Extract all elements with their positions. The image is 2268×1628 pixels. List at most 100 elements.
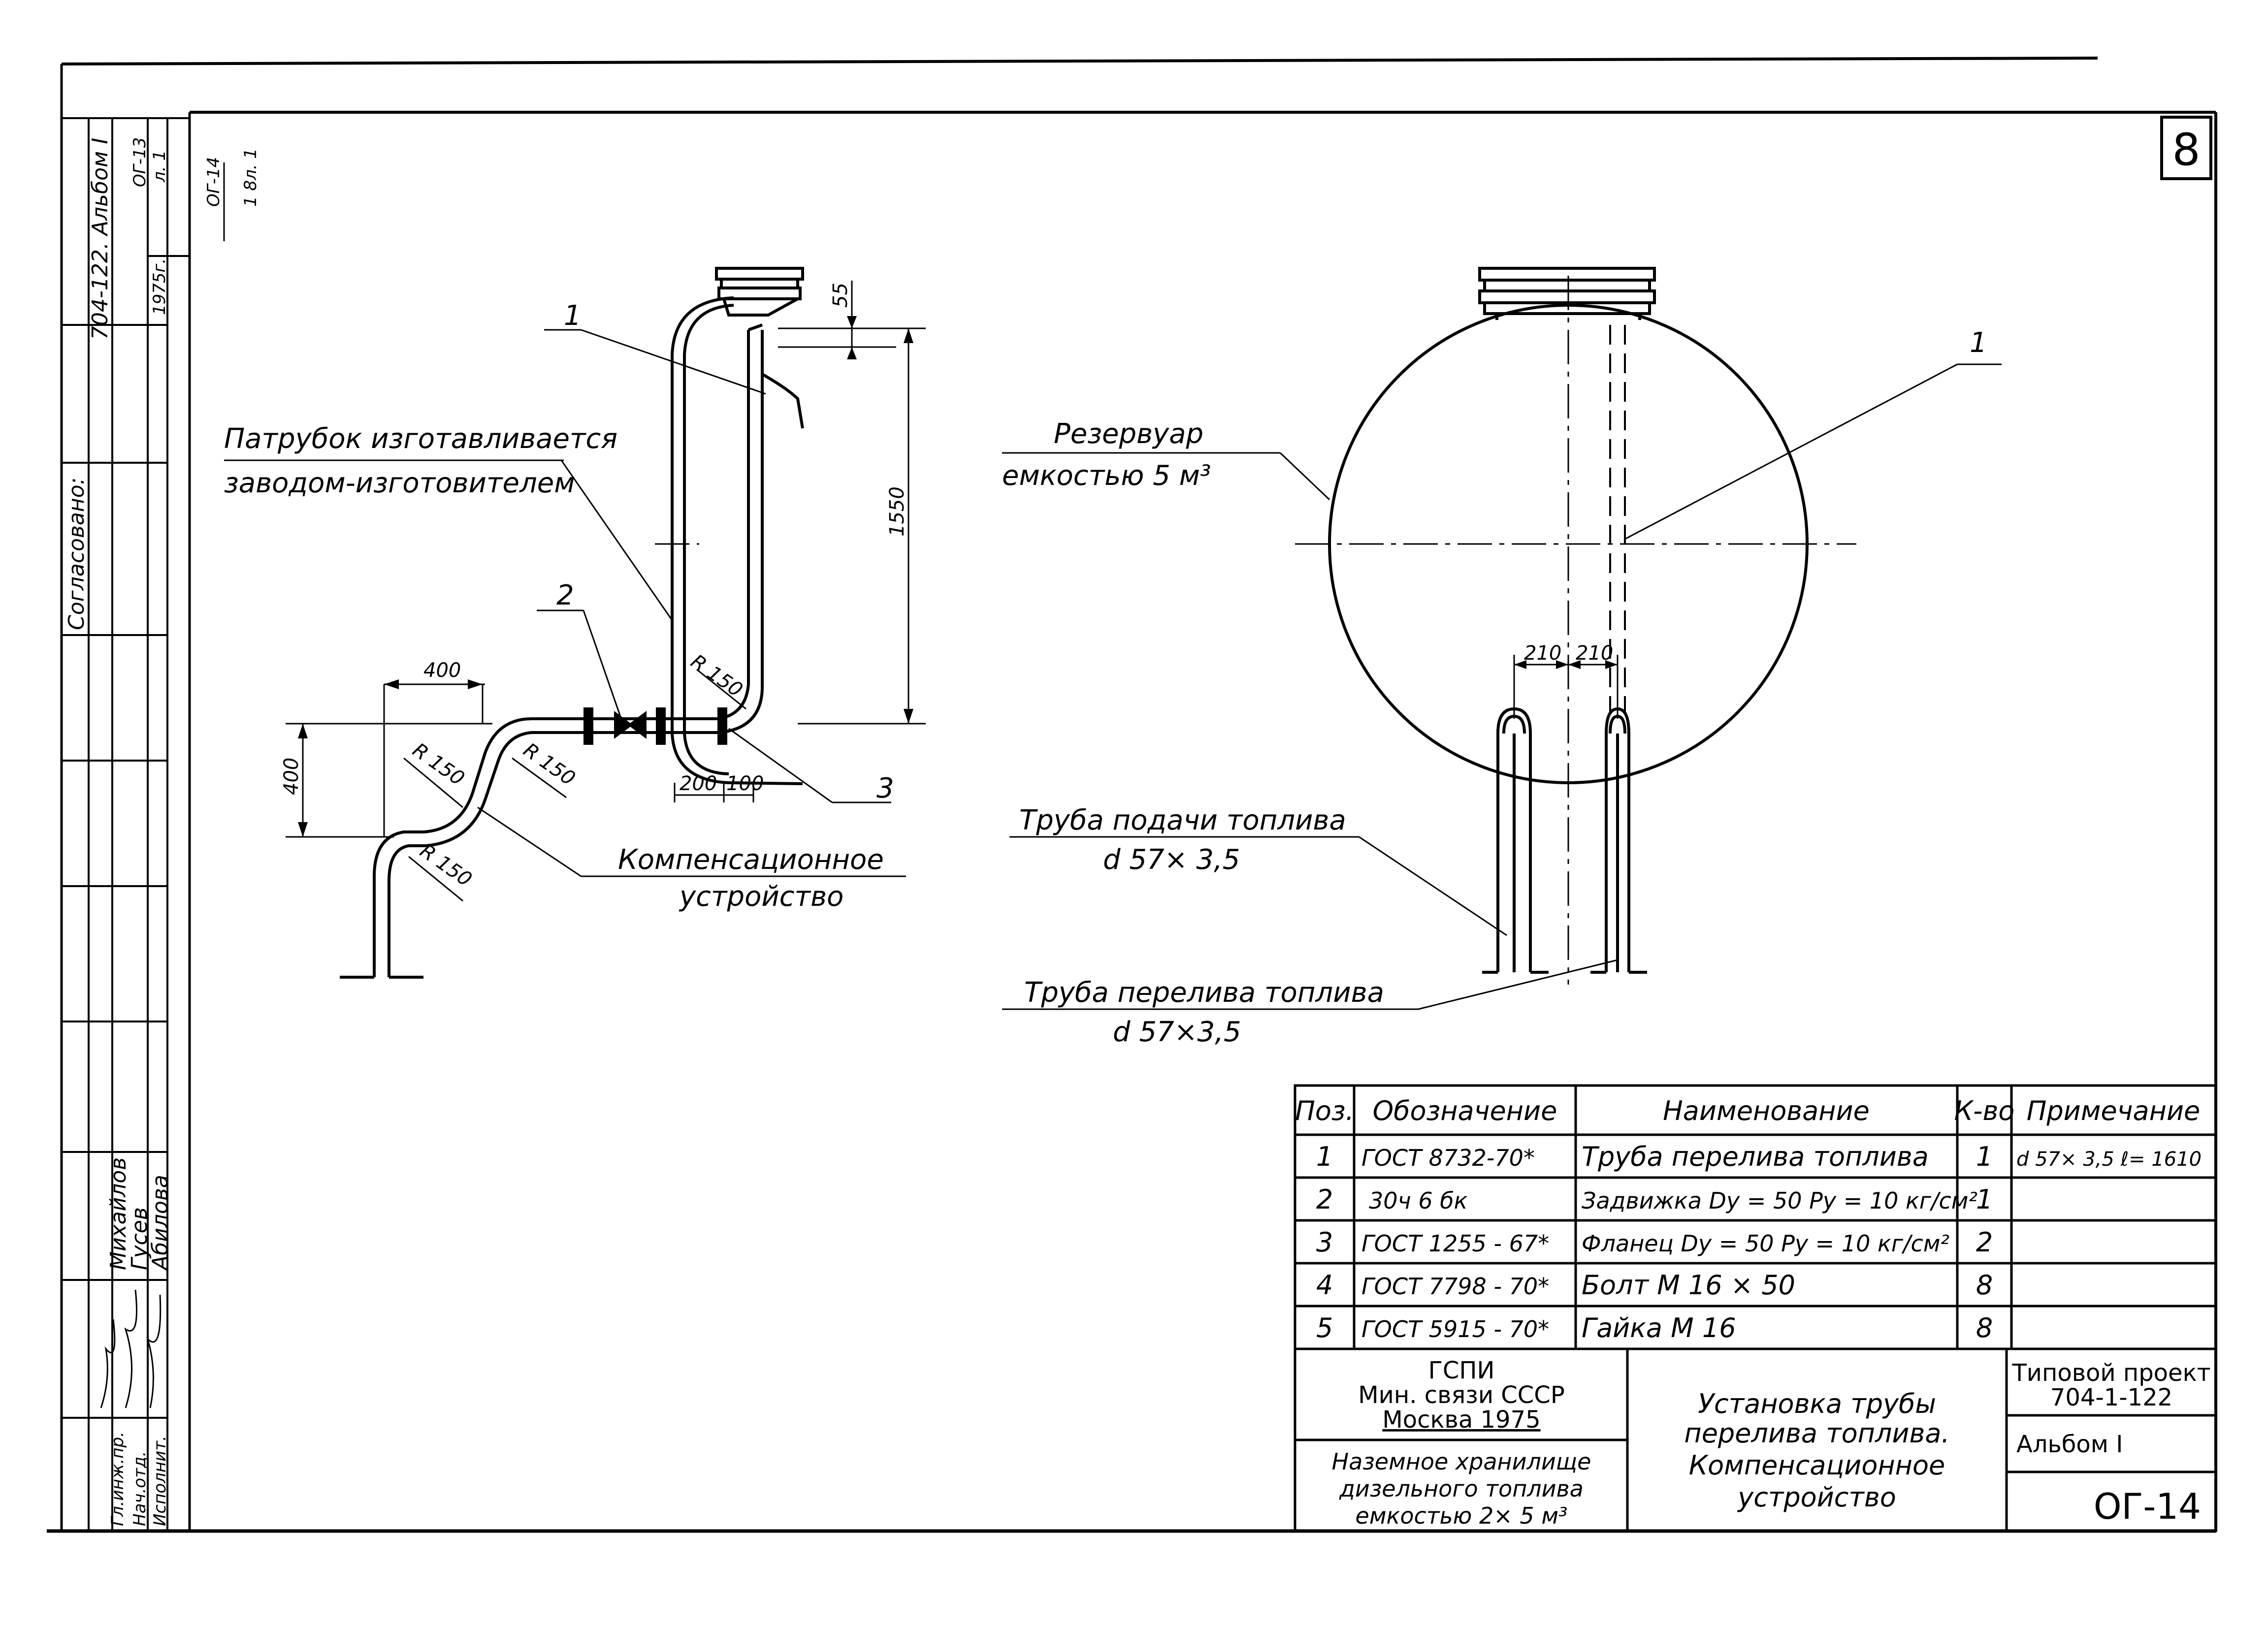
org-line1: ГСПИ [1428, 1357, 1495, 1384]
row3-name: Фланец Dу = 50 Pу = 10 кг/см² [1582, 1230, 1949, 1257]
drawing-title-line4: устройство [1737, 1482, 1896, 1513]
dim-100: 100 [726, 772, 764, 795]
tank-centerlines [655, 276, 1856, 985]
row3-qty: 2 [1976, 1227, 1993, 1258]
side-sheet-ref-d: л. 1 [150, 150, 169, 183]
row5-designation: ГОСТ 5915 - 70* [1361, 1316, 1549, 1342]
side-sheet-ref-a: ОГ-14 [204, 157, 224, 207]
dim-200: 200 [680, 772, 717, 795]
drawing-title-line3: Компенсационное [1689, 1450, 1945, 1481]
side-date-ref: 1975г. [150, 258, 169, 315]
row4-qty: 8 [1976, 1270, 1993, 1301]
page-number-box: 8 [2160, 116, 2212, 180]
header-qty: К-во [1954, 1095, 2015, 1126]
album-label: Альбом I [2016, 1431, 2123, 1458]
left-view-dimensions [224, 281, 926, 902]
row3-pos: 3 [1316, 1227, 1333, 1258]
supply-pipe-line2: d 57× 3,5 [1103, 844, 1240, 876]
object-line3: емкостью 2× 5 м³ [1356, 1502, 1568, 1529]
row4-name: Болт М 16 × 50 [1582, 1270, 1795, 1301]
row1-note: d 57× 3,5 ℓ= 1610 [2016, 1148, 2202, 1171]
name-abilova: Абилова [148, 1175, 173, 1272]
dim-r150-upper: R 150 [686, 650, 746, 702]
dim-r150-lower: R 150 [416, 840, 476, 892]
title-block [1294, 1347, 2217, 1532]
side-strip [62, 117, 190, 1531]
project-label: Типовой проект [2011, 1359, 2210, 1387]
drawing-title-line2: перелива топлива. [1684, 1418, 1949, 1449]
row4-designation: ГОСТ 7798 - 70* [1361, 1273, 1549, 1300]
row1-name: Труба перелива топлива [1582, 1141, 1929, 1172]
sheet-frame [47, 57, 2217, 1533]
header-designation: Обозначение [1373, 1095, 1557, 1126]
note-patrubok-line1: Патрубок изготавливается [224, 423, 617, 455]
callout-2-left: 2 [556, 579, 574, 611]
org-line3: Москва 1975 [1382, 1406, 1540, 1434]
page-number: 8 [2172, 124, 2200, 176]
spec-table-row: 4 ГОСТ 7798 - 70* Болт М 16 × 50 8 [1316, 1270, 1993, 1301]
project-number: 704-1-122 [2050, 1384, 2172, 1411]
row5-qty: 8 [1976, 1312, 1993, 1343]
side-sheet-ref-c: ОГ-13 [130, 137, 150, 187]
row1-qty: 1 [1976, 1141, 1993, 1172]
overflow-pipe-line1: Труба перелива топлива [1024, 977, 1384, 1009]
spec-table-row: 5 ГОСТ 5915 - 70* Гайка М 16 8 [1316, 1312, 1993, 1343]
dim-r150-left: R 150 [408, 739, 468, 791]
row3-designation: ГОСТ 1255 - 67* [1361, 1230, 1549, 1257]
tank-label-line1: Резервуар [1054, 418, 1203, 450]
left-view-pipes [340, 267, 804, 979]
supply-pipe-line1: Труба подачи топлива [1019, 804, 1346, 836]
row2-qty: 1 [1976, 1184, 1993, 1215]
dim-1550: 1550 [886, 486, 908, 537]
row2-designation: 30ч 6 бк [1369, 1187, 1468, 1214]
signature-block: Гл.инж.пр. Нач.отд. Исполнит. Михайлов Г… [100, 1157, 173, 1526]
dim-55: 55 [829, 283, 852, 308]
drawing-title-line1: Установка трубы [1698, 1388, 1936, 1419]
spec-table-header: Поз. Обозначение Наименование К-во Приме… [1295, 1095, 2200, 1126]
org-line2: Мин. связи СССР [1358, 1381, 1565, 1409]
dim-400-horizontal: 400 [423, 659, 461, 682]
compensator-label-line1: Компенсационное [618, 844, 884, 876]
signature-scribble-3 [146, 1294, 162, 1408]
row2-pos: 2 [1316, 1184, 1333, 1215]
callout-1-right: 1 [1970, 327, 1987, 359]
row5-name: Гайка М 16 [1582, 1312, 1736, 1343]
header-name: Наименование [1663, 1095, 1870, 1126]
row1-pos: 1 [1316, 1141, 1333, 1172]
callout-3-left: 3 [876, 772, 894, 804]
spec-table-row: 1 ГОСТ 8732-70* Труба перелива топлива 1… [1316, 1141, 2202, 1172]
dim-r150-right: R 150 [519, 739, 579, 791]
callout-1-left: 1 [564, 300, 582, 332]
role-executor: Исполнит. [150, 1436, 170, 1526]
spec-table-row: 3 ГОСТ 1255 - 67* Фланец Dу = 50 Pу = 10… [1316, 1227, 1993, 1258]
role-head-department: Нач.отд. [130, 1451, 150, 1526]
header-pos: Поз. [1295, 1095, 1354, 1126]
signature-scribble-2 [124, 1289, 137, 1408]
tank-arrows [1514, 660, 1618, 669]
sheet-code: ОГ-14 [2094, 1486, 2201, 1527]
header-note: Примечание [2027, 1095, 2201, 1126]
note-patrubok-line2: заводом-изготовителем [224, 467, 575, 499]
dim-210-right: 210 [1576, 642, 1613, 665]
name-mikhaylov: Михайлов [106, 1157, 131, 1270]
agreed-label: Согласовано: [64, 478, 89, 630]
spec-table-row: 2 30ч 6 бк Задвижка Dу = 50 Pу = 10 кг/с… [1316, 1184, 1993, 1215]
role-chief-engineer: Гл.инж.пр. [108, 1432, 128, 1526]
tank-leaders [1002, 363, 2002, 1010]
row5-pos: 5 [1316, 1312, 1333, 1343]
name-gusev: Гусев [127, 1207, 152, 1270]
object-line2: дизельного топлива [1339, 1475, 1584, 1502]
compensator-label-line2: устройство [679, 881, 843, 913]
tank-label-line2: емкостью 5 м³ [1002, 460, 1211, 492]
left-view-arrows [298, 316, 913, 837]
row4-pos: 4 [1316, 1270, 1333, 1301]
object-line1: Наземное хранилище [1332, 1448, 1591, 1475]
dim-210-left: 210 [1524, 642, 1561, 665]
side-project-ref: 704-122. Альбом I [88, 138, 113, 340]
side-sheet-ref-b: 1 8л. 1 [241, 148, 260, 207]
dim-400-vertical: 400 [280, 758, 303, 795]
overflow-pipe-line2: d 57×3,5 [1113, 1016, 1241, 1048]
row2-name: Задвижка Dу = 50 Pу = 10 кг/см² [1582, 1187, 1977, 1214]
signature-scribble-1 [100, 1319, 116, 1408]
